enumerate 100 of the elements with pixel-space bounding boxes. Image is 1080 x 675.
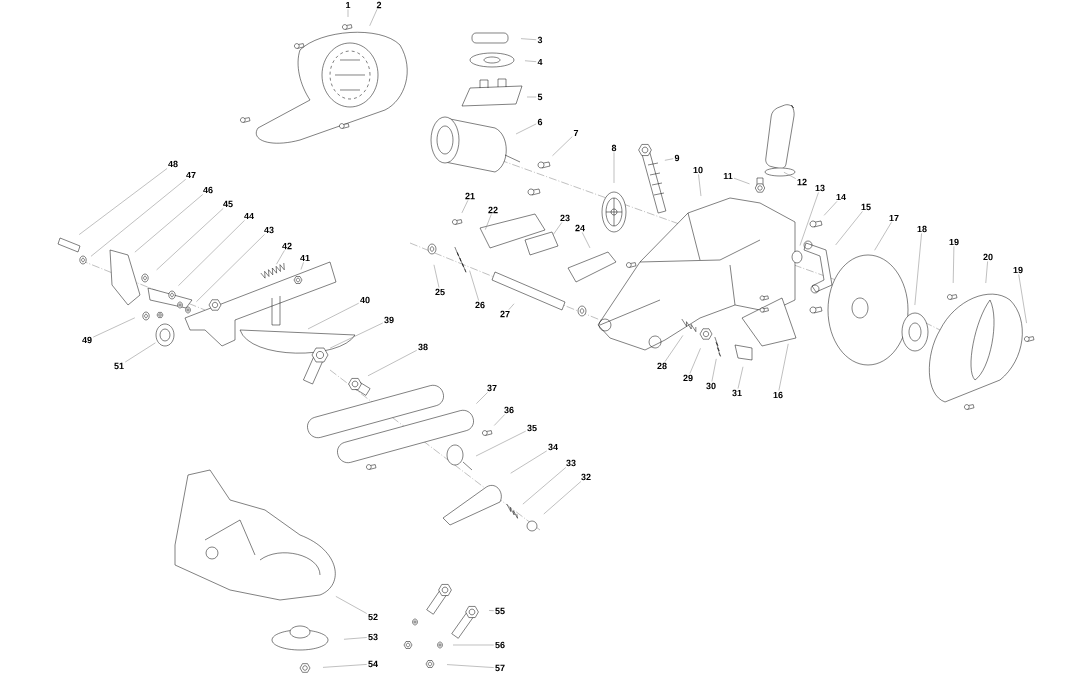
- callout-number: 20: [983, 253, 993, 261]
- callout-number: 6: [537, 118, 543, 126]
- leader-line: [134, 194, 204, 253]
- callout-number: 14: [836, 193, 846, 201]
- leader-line: [322, 664, 367, 668]
- callout-number: 27: [500, 310, 510, 318]
- callout-number: 41: [300, 254, 310, 262]
- callout-number: 55: [495, 607, 505, 615]
- callout-number: 30: [706, 382, 716, 390]
- callout-number: 47: [186, 171, 196, 179]
- leader-line: [711, 358, 717, 382]
- callout-number: 22: [488, 206, 498, 214]
- callout-number: 10: [693, 166, 703, 174]
- leader-line: [452, 644, 494, 646]
- callout-number: 38: [418, 343, 428, 351]
- callout-number: 48: [168, 160, 178, 168]
- callout-number: 29: [683, 374, 693, 382]
- callout-number: 33: [566, 459, 576, 467]
- leader-line: [783, 172, 796, 179]
- leader-line: [733, 177, 750, 185]
- callout-number: 18: [917, 225, 927, 233]
- leader-line: [664, 158, 674, 161]
- callout-number: 34: [548, 443, 558, 451]
- leader-line: [823, 201, 838, 216]
- leader-line: [664, 335, 684, 362]
- callout-number: 9: [674, 154, 680, 162]
- leader-line: [737, 366, 744, 389]
- callout-number: 3: [537, 36, 543, 44]
- leader-line: [125, 342, 156, 363]
- leader-line: [485, 214, 492, 230]
- callout-number: 8: [611, 144, 617, 152]
- callout-number: 51: [114, 362, 124, 370]
- leader-line: [196, 234, 265, 302]
- leader-line: [581, 232, 591, 249]
- leader-line: [488, 610, 494, 611]
- callout-number: 37: [487, 384, 497, 392]
- callout-number: 12: [797, 178, 807, 186]
- leader-line: [552, 136, 573, 156]
- leader-line: [520, 38, 537, 40]
- leader-line: [543, 481, 582, 515]
- callout-number: 56: [495, 641, 505, 649]
- callout-number: 13: [815, 184, 825, 192]
- leader-line: [343, 637, 367, 640]
- callout-number: 45: [223, 200, 233, 208]
- callout-number: 1: [346, 1, 351, 9]
- callout-number: 19: [949, 238, 959, 246]
- callout-number: 44: [244, 212, 254, 220]
- callout-number: 23: [560, 214, 570, 222]
- callout-number: 7: [573, 129, 579, 137]
- callout-number: 19: [1013, 266, 1023, 274]
- callout-number: 5: [537, 93, 543, 101]
- leader-line: [90, 179, 186, 257]
- callout-number: 21: [465, 192, 475, 200]
- callout-number: 31: [732, 389, 742, 397]
- leader-line: [93, 317, 136, 338]
- callout-number: 24: [575, 224, 585, 232]
- leader-line: [300, 262, 304, 270]
- leader-line: [874, 222, 892, 251]
- leader-line: [985, 261, 988, 284]
- leader-line: [156, 208, 224, 271]
- callout-number: 26: [475, 301, 485, 309]
- callout-number: 40: [360, 296, 370, 304]
- leader-line: [613, 152, 615, 184]
- leader-line: [524, 60, 537, 62]
- callout-number: 15: [861, 203, 871, 211]
- callout-number: 2: [376, 1, 382, 9]
- leader-line: [329, 322, 383, 349]
- callout-number: 52: [368, 613, 378, 621]
- leader-line: [515, 123, 537, 135]
- leader-line: [835, 211, 863, 246]
- callout-number: 39: [384, 316, 394, 324]
- leader-line: [276, 250, 285, 265]
- leader-line: [367, 350, 417, 377]
- callout-number: 54: [368, 660, 378, 668]
- callout-number: 42: [282, 242, 292, 250]
- leader-line: [475, 430, 526, 457]
- callout-number: 49: [82, 336, 92, 344]
- leader-line: [78, 168, 168, 235]
- leader-line: [508, 303, 515, 310]
- leader-line: [347, 9, 349, 18]
- leader-line: [369, 9, 378, 27]
- callout-number: 36: [504, 406, 514, 414]
- leader-line: [522, 467, 567, 505]
- callout-number: 46: [203, 186, 213, 194]
- leader-line: [778, 343, 789, 391]
- callout-number: 35: [527, 424, 537, 432]
- leader-line: [552, 222, 563, 235]
- leader-line: [952, 246, 955, 284]
- leader-line: [476, 392, 488, 404]
- leader-line: [689, 348, 701, 374]
- leader-line: [307, 302, 359, 330]
- leader-line: [461, 200, 469, 214]
- leader-line: [446, 664, 494, 668]
- leader-line: [799, 192, 819, 246]
- leader-line: [698, 174, 702, 197]
- callout-number: 43: [264, 226, 274, 234]
- callout-number: 57: [495, 664, 505, 672]
- leader-line: [335, 596, 367, 614]
- callout-number: 4: [537, 58, 543, 66]
- leader-line: [493, 414, 505, 426]
